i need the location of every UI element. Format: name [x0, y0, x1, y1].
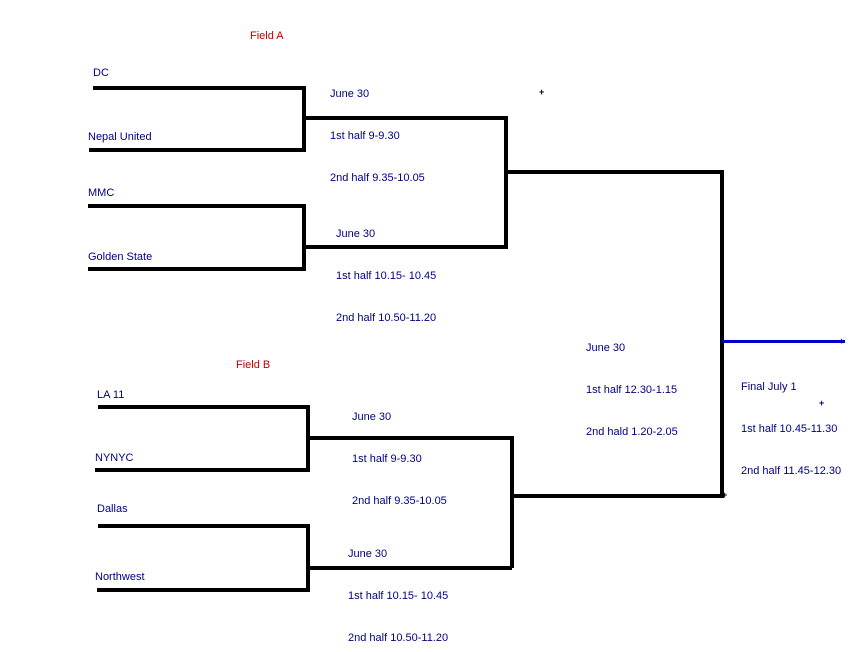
nepal-united-underline [89, 148, 306, 152]
semifinal-a-winner-line [504, 170, 724, 174]
la-11-underline [98, 405, 310, 409]
game-half2: 2nd hald 1.20-2.05 [586, 426, 678, 438]
field-a-game2-schedule: June 30 1st half 10.15- 10.45 2nd half 1… [336, 199, 436, 353]
northwest-underline [97, 588, 310, 592]
game-b1-winner-line [306, 436, 512, 440]
team-la-11: LA 11 [97, 389, 125, 401]
team-nynyc: NYNYC [95, 452, 134, 464]
team-golden-state: Golden State [88, 251, 153, 263]
dallas-underline [98, 524, 310, 528]
semifinal-a-bracket-vertical [504, 116, 508, 249]
game-date: June 30 [348, 548, 388, 560]
game-half1: 1st half 9-9.30 [352, 453, 422, 465]
game-b2-winner-line [306, 566, 512, 570]
game-date: June 30 [330, 88, 370, 100]
stray-plus-mark-top: + [539, 87, 545, 97]
golden-state-underline [88, 267, 306, 271]
field-b-game1-schedule: June 30 1st half 9-9.30 2nd half 9.35-10… [352, 382, 447, 536]
game-half1: 1st half 10.15- 10.45 [348, 590, 449, 602]
game-half2: 2nd half 10.50-11.20 [336, 312, 437, 324]
field-a-game1-schedule: June 30 1st half 9-9.30 2nd half 9.35-10… [330, 59, 425, 213]
final-schedule: Final July 1 1st half 10.45-11.30 2nd ha… [741, 352, 841, 506]
game-a2-winner-line [302, 245, 508, 249]
game-date: June 30 [336, 228, 376, 240]
game-b2-bracket-vertical [306, 524, 310, 590]
field-b-game2-schedule: June 30 1st half 10.15- 10.45 2nd half 1… [348, 519, 448, 652]
stray-plus-mark-final-note: + [819, 398, 825, 408]
field-b-label: Field B [236, 359, 271, 371]
game-half1: 1st half 9-9.30 [330, 130, 400, 142]
game-date: June 30 [586, 342, 626, 354]
team-mmc: MMC [88, 187, 115, 199]
game-half2: 2nd half 9.35-10.05 [330, 172, 425, 184]
game-a1-winner-line [302, 116, 508, 120]
team-dc: DC [93, 67, 109, 79]
mmc-underline [88, 204, 306, 208]
game-half2: 2nd half 11.45-12.30 [741, 465, 842, 477]
final-title: Final July 1 [741, 381, 797, 393]
game-half1: 1st half 10.45-11.30 [741, 423, 838, 435]
game-half2: 2nd half 9.35-10.05 [352, 495, 447, 507]
semifinal-schedule: June 30 1st half 12.30-1.15 2nd hald 1.2… [586, 313, 678, 467]
final-winner-line [722, 340, 845, 343]
game-date: June 30 [352, 411, 392, 423]
final-line-tip-plus-mark: + [839, 336, 845, 346]
game-half1: 1st half 12.30-1.15 [586, 384, 678, 396]
dc-underline [93, 86, 306, 90]
semifinal-b-winner-line [510, 494, 724, 498]
game-half2: 2nd half 10.50-11.20 [348, 632, 449, 644]
game-a2-bracket-vertical [302, 204, 306, 271]
team-nepal-united: Nepal United [88, 131, 152, 143]
final-bracket-vertical [720, 170, 724, 498]
team-northwest: Northwest [95, 571, 145, 583]
stray-plus-mark-junction: + [722, 490, 728, 500]
field-a-label: Field A [250, 30, 284, 42]
semifinal-b-bracket-vertical [510, 436, 514, 568]
team-dallas: Dallas [97, 503, 128, 515]
nynyc-underline [95, 468, 310, 472]
game-half1: 1st half 10.15- 10.45 [336, 270, 437, 282]
